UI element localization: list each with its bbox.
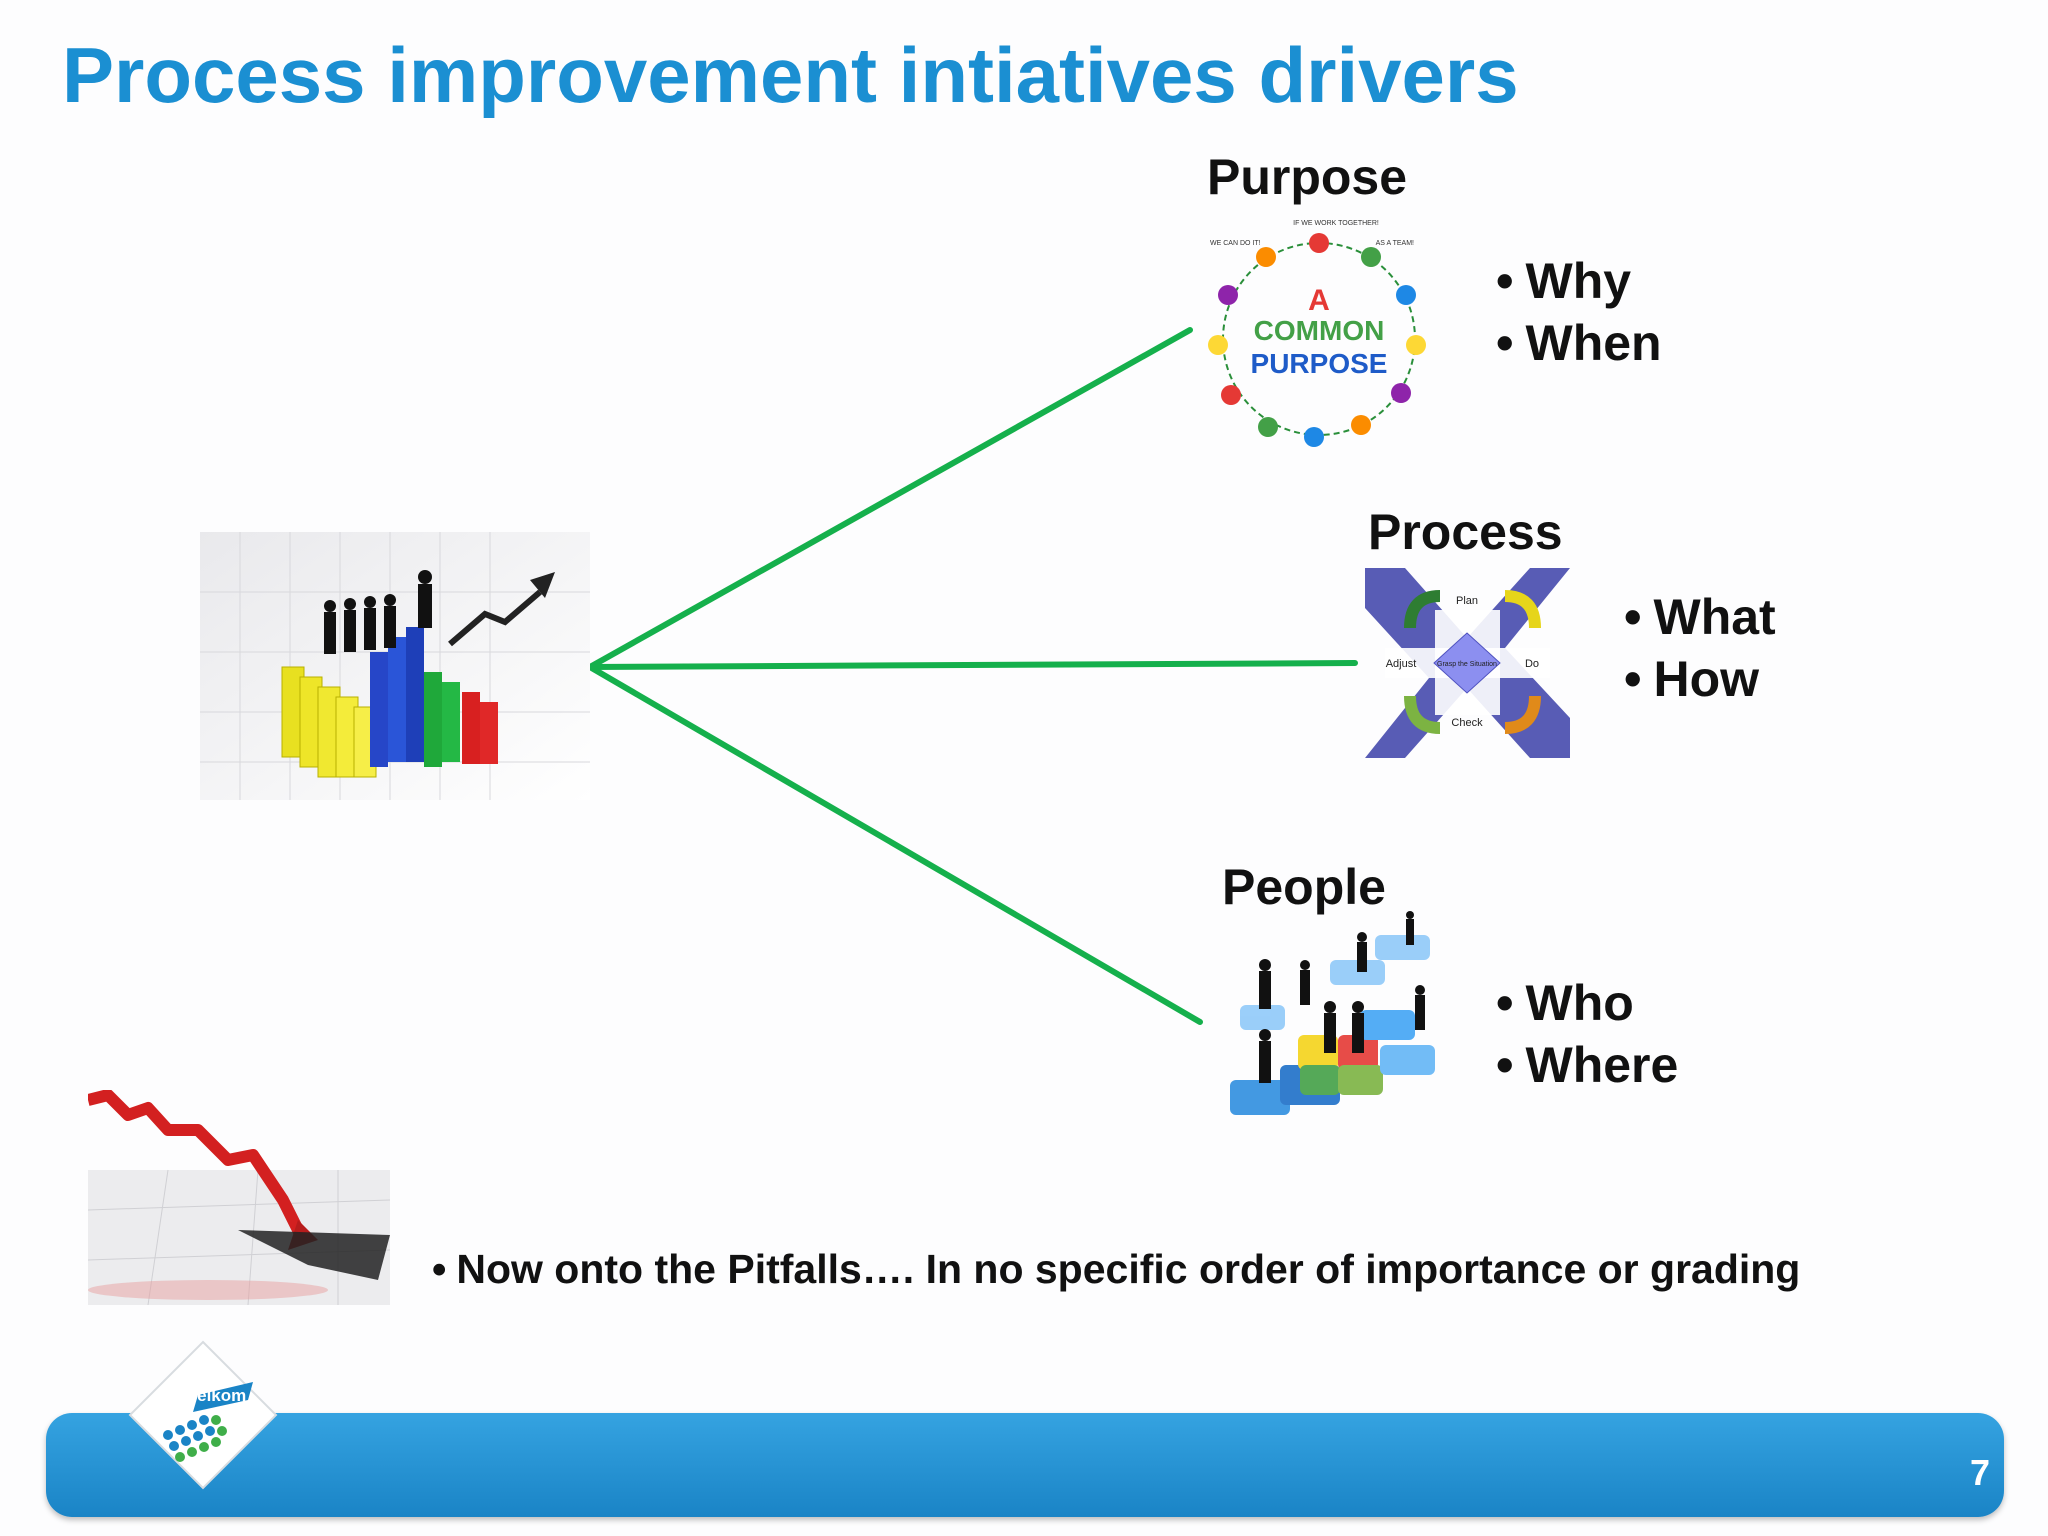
pdca-adjust-label: Adjust xyxy=(1386,658,1417,670)
purpose-image-word-purpose: PURPOSE xyxy=(1251,348,1388,379)
pdca-cycle-image: Plan Do Check Adjust Grasp the Situation xyxy=(1365,568,1570,758)
connector-purpose xyxy=(587,327,1193,670)
purpose-image-word-a: A xyxy=(1308,284,1330,317)
footer-bar xyxy=(46,1413,2004,1517)
page-number: 7 xyxy=(1969,1452,1990,1493)
common-purpose-image: A COMMON PURPOSE IF WE WORK TOGETHER! WE… xyxy=(1208,220,1426,447)
people-bullet-who: Who xyxy=(1496,972,1678,1034)
people-bullets: Who Where xyxy=(1496,972,1679,1096)
people-bullet-where: Where xyxy=(1496,1034,1679,1096)
people-label: People xyxy=(1222,859,1386,915)
people-puzzle-image xyxy=(1230,911,1435,1115)
connector-people xyxy=(587,664,1203,1025)
purpose-label: Purpose xyxy=(1207,149,1408,205)
bar-group xyxy=(281,627,498,778)
purpose-image-word-common: COMMON xyxy=(1254,315,1385,346)
purpose-bullets: Why When xyxy=(1496,250,1662,374)
purpose-image-caption-1: IF WE WORK TOGETHER! xyxy=(1293,220,1379,227)
declining-arrow-image xyxy=(88,1090,390,1305)
pdca-do-label: Do xyxy=(1525,658,1539,670)
people-ring xyxy=(1208,233,1426,447)
pdca-check-label: Check xyxy=(1451,717,1483,729)
telkom-logo-text: Telkom xyxy=(188,1386,247,1405)
growth-chart-image xyxy=(200,532,590,800)
slide-title: Process improvement intiatives drivers xyxy=(62,31,1519,119)
process-label: Process xyxy=(1368,504,1563,560)
connector-process xyxy=(587,660,1358,670)
pdca-center-label: Grasp the Situation xyxy=(1437,661,1497,668)
telkom-logo xyxy=(128,1340,278,1490)
process-bullet-how: How xyxy=(1624,648,1776,710)
pitfalls-note: Now onto the Pitfalls…. In no specific o… xyxy=(432,1246,1800,1293)
purpose-bullet-when: When xyxy=(1496,312,1662,374)
purpose-bullet-why: Why xyxy=(1496,250,1662,312)
pdca-plan-label: Plan xyxy=(1456,595,1478,607)
process-bullets: What How xyxy=(1624,586,1776,710)
purpose-image-caption-3: AS A TEAM! xyxy=(1376,240,1414,247)
purpose-image-caption-2: WE CAN DO IT! xyxy=(1210,240,1261,247)
process-bullet-what: What xyxy=(1624,586,1776,648)
